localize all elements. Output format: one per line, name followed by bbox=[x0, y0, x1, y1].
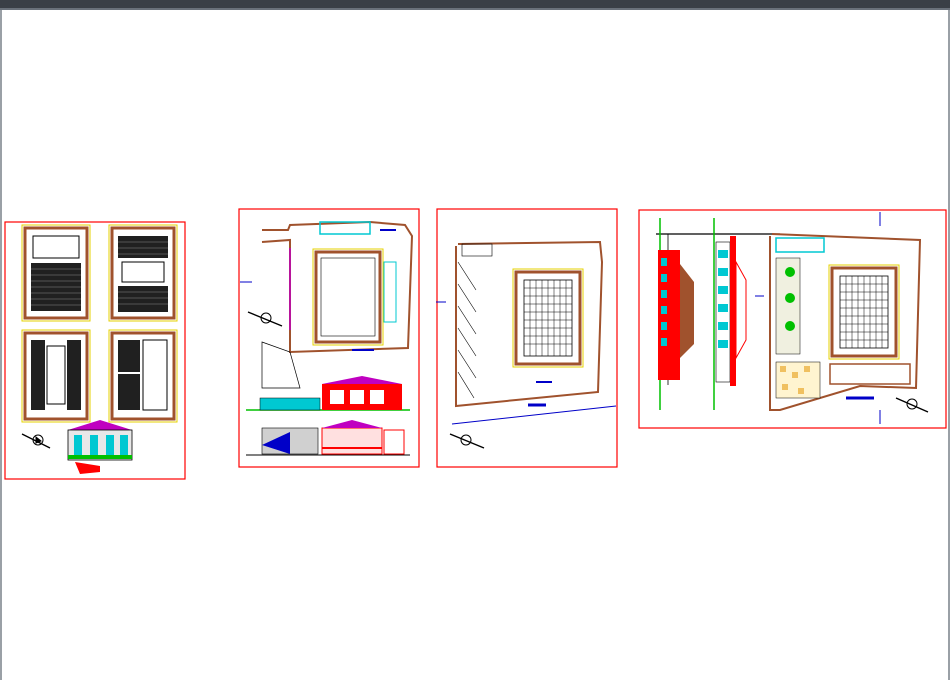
viewer-title-bar bbox=[0, 0, 950, 10]
sheet-frame bbox=[4, 221, 186, 480]
sheet-4[interactable] bbox=[638, 209, 947, 429]
vertical-sections bbox=[656, 218, 780, 410]
section-elevation-1 bbox=[246, 376, 410, 411]
parking-floor-plan bbox=[436, 240, 617, 425]
sheet-2[interactable] bbox=[238, 208, 420, 468]
viewer-right-border bbox=[948, 10, 950, 680]
sheet-3[interactable] bbox=[436, 208, 618, 468]
sheet-1[interactable] bbox=[4, 221, 186, 480]
section-elevation-2 bbox=[246, 420, 410, 456]
north-arrow-icon bbox=[247, 311, 283, 327]
sheet-frame bbox=[436, 208, 618, 468]
viewer-left-border bbox=[0, 10, 2, 680]
north-arrow-icon bbox=[21, 433, 51, 449]
site-floor-plan-large bbox=[755, 212, 922, 424]
north-arrow-icon bbox=[449, 433, 485, 449]
floor-plan-seating-3 bbox=[21, 329, 91, 423]
sheet-frame bbox=[238, 208, 420, 468]
floor-plan-seating-1 bbox=[21, 224, 91, 322]
floor-plan-seating-4 bbox=[108, 329, 178, 423]
floor-plan-seating-2 bbox=[108, 224, 178, 322]
building-elevation bbox=[67, 420, 133, 474]
sheet-frame bbox=[638, 209, 947, 429]
site-floor-plan bbox=[240, 220, 414, 389]
north-arrow-icon bbox=[895, 397, 929, 413]
